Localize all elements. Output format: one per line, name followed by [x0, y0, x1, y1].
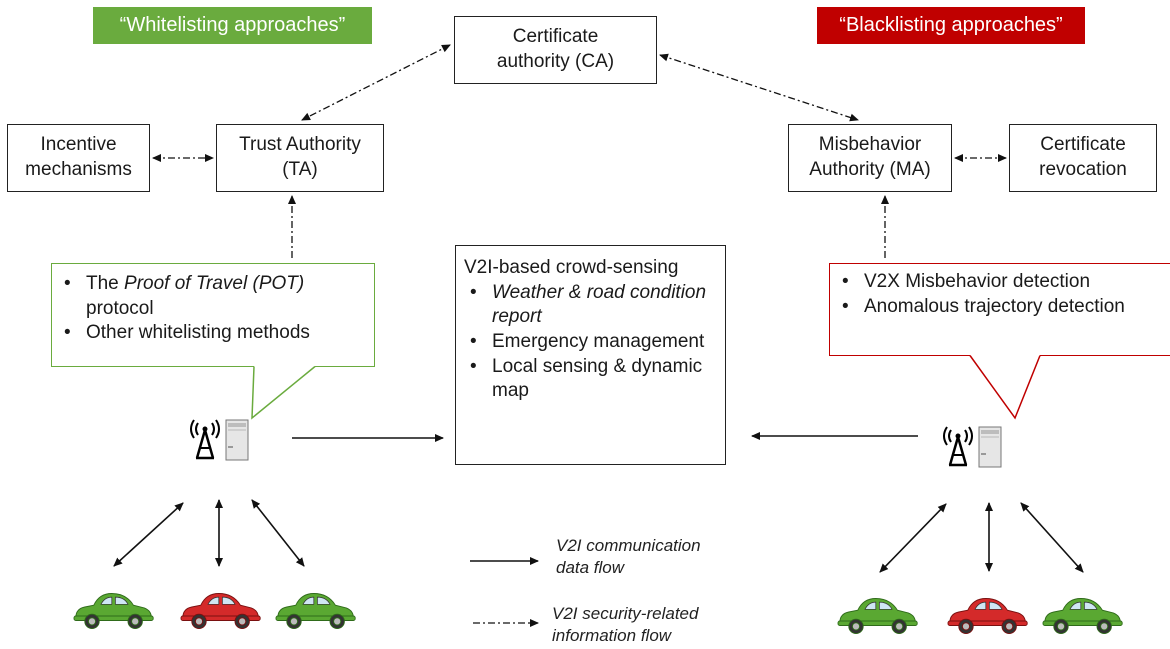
revocation-line1: Certificate — [1040, 134, 1126, 156]
ta-line1: Trust Authority — [239, 134, 361, 156]
pot-protocol-name: Proof of Travel (POT) — [124, 273, 305, 294]
ta-line2: (TA) — [282, 159, 318, 180]
trust-authority-box: Trust Authority (TA) — [216, 124, 384, 192]
blacklist-callout: V2X Misbehavior detection Anomalous traj… — [829, 263, 1170, 356]
car-right-1-icon — [837, 598, 918, 635]
certificate-revocation-box: Certificate revocation — [1009, 124, 1157, 192]
crowd-sensing-title: V2I-based crowd-sensing — [464, 257, 679, 278]
car-left-1-icon — [73, 593, 154, 630]
legend-solid-label: V2I communication data flow — [556, 536, 701, 578]
crowd-item-weather: Weather & road condition report — [464, 281, 713, 330]
car-left-3-icon — [275, 593, 356, 630]
link-right-rsu-car1 — [879, 503, 947, 573]
link-right-rsu-car3 — [1020, 502, 1084, 573]
blacklisting-tag: “Blacklisting approaches” — [817, 7, 1085, 44]
whitelisting-tag: “Whitelisting approaches” — [93, 7, 372, 44]
blacklist-item-trajectory: Anomalous trajectory detection — [836, 295, 1164, 320]
crowd-item-emergency: Emergency management — [464, 330, 713, 355]
whitelist-item-other: Other whitelisting methods — [58, 321, 368, 346]
crowd-sensing-box: V2I-based crowd-sensing Weather & road c… — [455, 245, 726, 465]
right-rsu-antenna-icon — [942, 425, 1003, 469]
blacklist-item-misbehavior: V2X Misbehavior detection — [836, 270, 1164, 295]
ma-line1: Misbehavior — [818, 134, 922, 156]
certificate-authority-box: Certificate authority (CA) — [454, 16, 657, 84]
incentive-line1: Incentive — [40, 134, 117, 156]
blacklisting-tag-label: “Blacklisting approaches” — [839, 14, 1063, 36]
car-right-3-icon — [1042, 598, 1123, 635]
crowd-item-local-sensing: Local sensing & dynamic map — [464, 355, 713, 404]
legend-dashed-label: V2I security-related information flow — [552, 604, 699, 646]
revocation-line2: revocation — [1039, 159, 1127, 180]
misbehavior-authority-box: Misbehavior Authority (MA) — [788, 124, 952, 192]
ma-line2: Authority (MA) — [809, 159, 931, 180]
flow-ca-ta — [301, 44, 451, 121]
ca-line2: authority (CA) — [496, 51, 615, 72]
incentive-line2: mechanisms — [25, 159, 132, 180]
whitelist-item-pot: The Proof of Travel (POT) protocol — [58, 272, 368, 321]
whitelist-callout-tail — [251, 365, 316, 420]
left-rsu-antenna-icon — [189, 418, 250, 462]
whitelisting-tag-label: “Whitelisting approaches” — [119, 14, 346, 36]
blacklist-callout-tail — [969, 355, 1041, 420]
link-left-rsu-car3 — [251, 499, 305, 567]
whitelist-callout: The Proof of Travel (POT) protocol Other… — [51, 263, 375, 367]
car-left-2-icon — [180, 593, 261, 630]
link-left-rsu-car1 — [113, 502, 184, 567]
flow-ca-ma — [659, 53, 859, 122]
incentive-mechanisms-box: Incentive mechanisms — [7, 124, 150, 192]
ca-line1: Certificate — [512, 26, 599, 48]
car-right-2-icon — [947, 598, 1028, 635]
